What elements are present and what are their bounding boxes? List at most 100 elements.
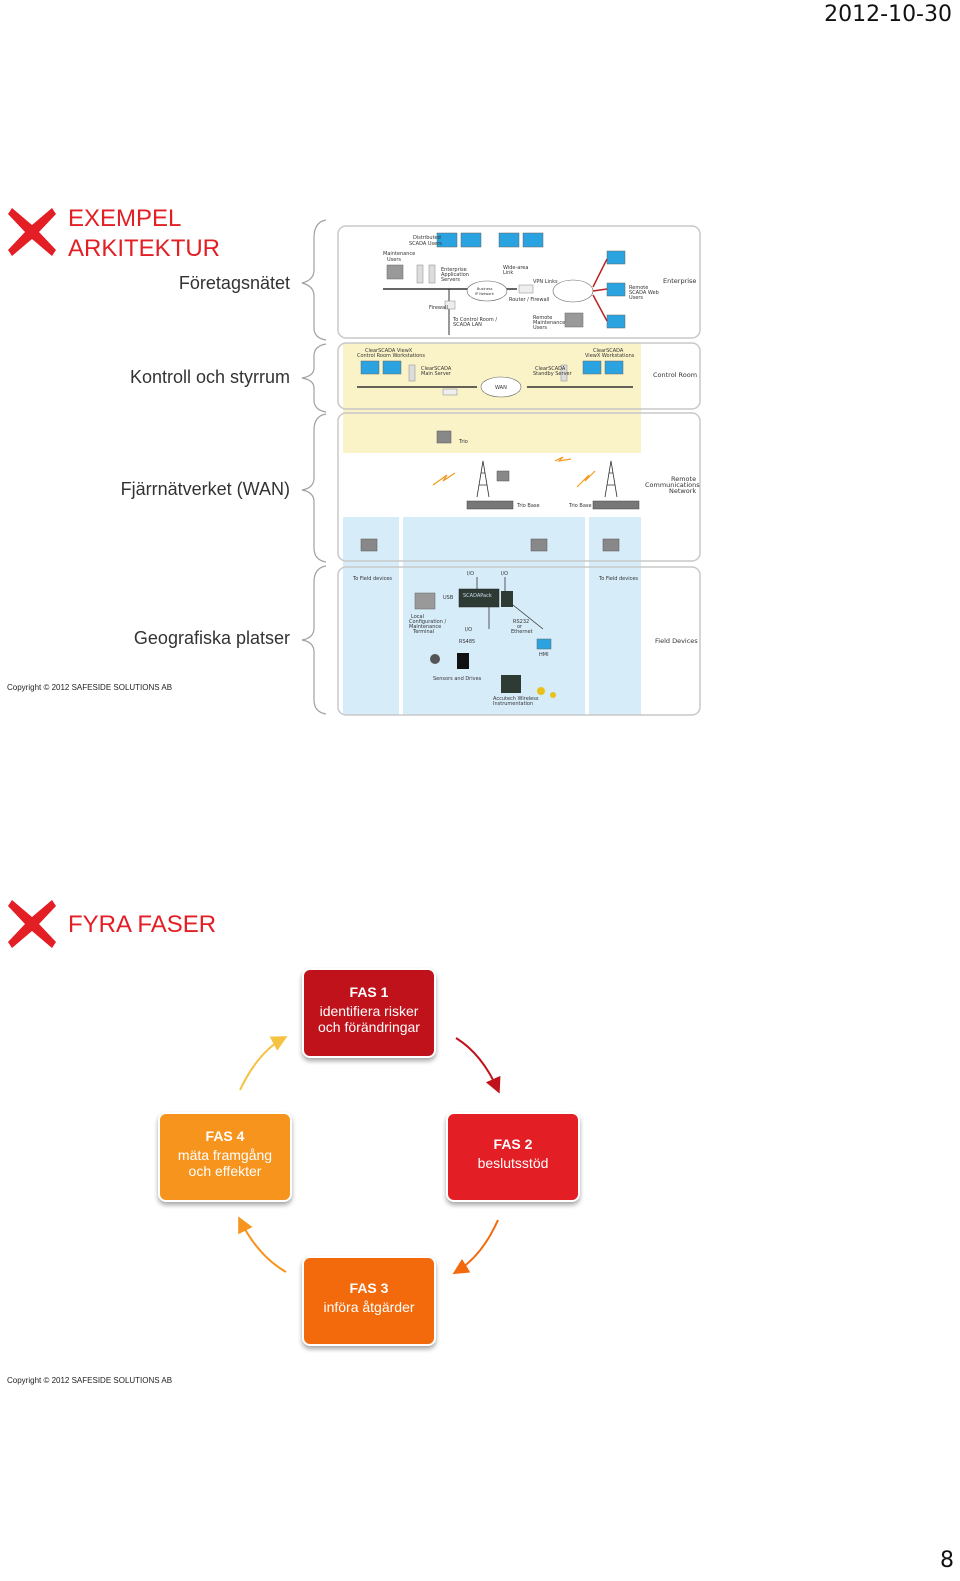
svg-text:Maintenance: Maintenance	[533, 320, 565, 326]
svg-text:SCADA Users: SCADA Users	[409, 241, 442, 247]
svg-text:Field Devices: Field Devices	[655, 637, 698, 645]
phase-3-title: FAS 3	[349, 1280, 389, 1296]
svg-text:Standby Server: Standby Server	[533, 371, 573, 377]
svg-text:Control Room Workstations: Control Room Workstations	[357, 353, 425, 359]
row-label-field: Geografiska platser	[133, 628, 290, 648]
slide2-copyright: Copyright © 2012 SAFESIDE SOLUTIONS AB	[7, 1376, 173, 1385]
svg-text:Business: Business	[477, 287, 493, 291]
svg-text:ViewX Workstations: ViewX Workstations	[585, 353, 635, 359]
svg-text:Users: Users	[387, 257, 401, 263]
field-devices-panel	[337, 566, 701, 716]
svg-text:VPN Links: VPN Links	[533, 279, 558, 285]
slide2-title: FYRA FASER	[68, 911, 217, 938]
svg-text:USB: USB	[443, 595, 454, 601]
svg-text:Maintenance: Maintenance	[409, 624, 441, 630]
phase-2-text: beslutsstöd	[477, 1155, 549, 1171]
svg-text:Communications: Communications	[645, 481, 700, 489]
page-number: 8	[940, 1548, 954, 1573]
svg-text:Link: Link	[503, 270, 513, 276]
svg-text:Trio Base: Trio Base	[568, 503, 592, 509]
svg-text:RS485: RS485	[459, 639, 475, 645]
svg-text:ClearSCADA: ClearSCADA	[535, 366, 566, 372]
remote-network-panel	[337, 412, 701, 562]
svg-text:To Field devices: To Field devices	[352, 576, 392, 582]
row-label-wan: Fjärrnätverket (WAN)	[120, 479, 290, 499]
svg-text:Maintenance: Maintenance	[383, 251, 415, 257]
row-label-control-room: Kontroll och styrrum	[129, 367, 290, 387]
svg-text:IP Network: IP Network	[475, 292, 495, 296]
svg-text:Enterprise: Enterprise	[663, 277, 696, 285]
svg-text:SCADA LAN: SCADA LAN	[453, 322, 482, 328]
phase-3-text: införa åtgärder	[323, 1299, 415, 1315]
scada-architecture-diagram: Distributed SCADA Users Maintenance User…	[337, 225, 701, 716]
control-zone-bg	[343, 343, 641, 453]
slide1-copyright: Copyright © 2012 SAFESIDE SOLUTIONS AB	[7, 683, 173, 692]
enterprise-zone: Distributed SCADA Users Maintenance User…	[383, 232, 696, 335]
remote-network-zone: Trio Trio Base Trio Base Remote Communic…	[432, 430, 700, 510]
svg-text:or: or	[517, 624, 523, 630]
svg-text:Distributed: Distributed	[413, 235, 441, 241]
svg-text:Sensors and Drives: Sensors and Drives	[433, 676, 482, 682]
phase-2-title: FAS 2	[493, 1136, 533, 1152]
enterprise-panel	[337, 225, 701, 339]
svg-text:SCADA Web: SCADA Web	[629, 290, 659, 296]
svg-text:SCADAPack: SCADAPack	[463, 593, 492, 599]
control-room-panel	[337, 342, 701, 410]
svg-text:Users: Users	[629, 295, 643, 301]
slide1-title: EXEMPEL ARKITEKTUR	[68, 204, 220, 264]
phase-1-text: identifiera risker och förändringar	[318, 1003, 420, 1035]
svg-text:Enterprise: Enterprise	[441, 267, 467, 273]
cycle-arrows	[238, 1036, 501, 1275]
svg-text:Servers: Servers	[441, 277, 460, 283]
svg-text:Remote: Remote	[671, 475, 696, 483]
svg-text:RS232: RS232	[513, 619, 529, 625]
svg-text:Terminal: Terminal	[412, 629, 434, 635]
svg-text:Router / Firewall: Router / Firewall	[509, 297, 549, 303]
svg-text:Local: Local	[411, 614, 424, 620]
svg-text:To Control Room /: To Control Room /	[452, 317, 497, 323]
arrow-fas4-to-fas1	[239, 1036, 288, 1091]
svg-text:HMI: HMI	[539, 652, 549, 658]
svg-text:Network: Network	[669, 487, 696, 495]
svg-text:Instrumentation: Instrumentation	[493, 701, 533, 707]
svg-text:Users: Users	[533, 325, 547, 331]
svg-text:Accutech Wireless: Accutech Wireless	[493, 696, 539, 702]
svg-text:Ethernet: Ethernet	[511, 629, 533, 635]
row-braces	[301, 219, 327, 715]
svg-text:Main Server: Main Server	[421, 371, 452, 377]
svg-text:Control Room: Control Room	[653, 371, 697, 379]
svg-text:Remote: Remote	[629, 285, 648, 291]
phase-1-title: FAS 1	[349, 984, 389, 1000]
phase-4-text: mäta framgång och effekter	[177, 1147, 273, 1179]
svg-text:ClearSCADA: ClearSCADA	[421, 366, 452, 372]
svg-text:Remote: Remote	[533, 315, 552, 321]
svg-text:Trio: Trio	[458, 439, 468, 445]
control-room-zone: ClearSCADA ViewX Control Room Workstatio…	[357, 348, 697, 398]
arrow-fas1-to-fas2	[455, 1037, 501, 1094]
slide1-title-line2: ARKITEKTUR	[68, 235, 221, 262]
phase-1-box: FAS 1 identifiera risker och förändringa…	[302, 968, 436, 1058]
svg-text:I/O: I/O	[501, 571, 508, 577]
phase-3-box: FAS 3 införa åtgärder	[302, 1256, 436, 1346]
svg-text:ClearSCADA ViewX: ClearSCADA ViewX	[365, 348, 413, 354]
svg-text:Wide-area: Wide-area	[503, 265, 528, 271]
svg-text:To Field devices: To Field devices	[598, 576, 638, 582]
svg-text:Application: Application	[441, 272, 469, 278]
page-date: 2012-10-30	[824, 2, 952, 27]
close-x-logo-icon	[8, 208, 56, 256]
field-zone-bg-mid	[403, 517, 585, 715]
phase-4-box: FAS 4 mäta framgång och effekter	[158, 1112, 292, 1202]
arrow-fas3-to-fas4	[238, 1216, 287, 1273]
svg-text:I/O: I/O	[467, 571, 474, 577]
svg-text:I/O: I/O	[465, 627, 472, 633]
phase-2-box: FAS 2 beslutsstöd	[446, 1112, 580, 1202]
field-devices-zone: To Field devices To Field devices I/O I/…	[352, 538, 698, 707]
svg-text:Configuration /: Configuration /	[409, 619, 446, 625]
row-label-enterprise: Företagsnätet	[178, 273, 290, 293]
slide1-title-line1: EXEMPEL	[68, 205, 182, 232]
svg-text:Trio Base: Trio Base	[516, 503, 540, 509]
close-x-logo-icon	[8, 900, 56, 948]
svg-text:Firewall: Firewall	[429, 305, 448, 311]
svg-text:WAN: WAN	[495, 385, 507, 391]
svg-text:ClearSCADA: ClearSCADA	[593, 348, 624, 354]
